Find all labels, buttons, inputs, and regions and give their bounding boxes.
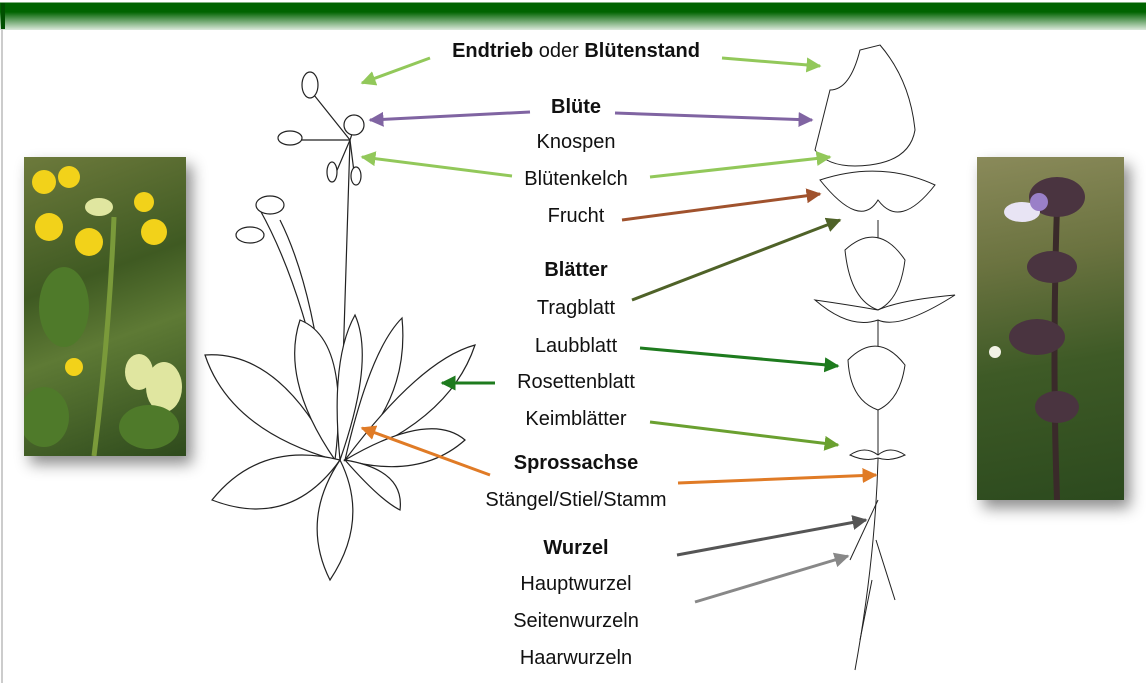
label-seitenwurzeln: Seitenwurzeln [513, 610, 639, 632]
label-haarwurzeln: Haarwurzeln [519, 647, 633, 669]
label-oder: oder [533, 40, 585, 62]
arrow-kelch-left [360, 151, 513, 178]
arrow-keimblaetter [649, 420, 840, 451]
cowslip-photo [24, 157, 186, 456]
label-tragblatt: Tragblatt [536, 297, 616, 319]
label-keimblaetter: Keimblätter [525, 408, 627, 430]
heading-bluete: Blüte [551, 96, 601, 118]
label-rosettenblatt: Rosettenblatt [517, 371, 635, 393]
arrow-frucht [621, 188, 822, 222]
label-endtrieb-bluetenstand: Endtrieb oder Blütenstand [3, 40, 1146, 63]
cowslip-photo-art [24, 166, 182, 456]
label-staengel: Stängel/Stiel/Stamm [485, 489, 667, 511]
arrow-kelch-right [649, 151, 832, 179]
arrow-tragblatt [631, 217, 842, 302]
arrow-seitenwurzeln [694, 552, 850, 604]
arrow-endtrieb-left [360, 56, 431, 86]
slide-border [1, 3, 3, 683]
eyebright-drawing [813, 44, 956, 671]
label-hauptwurzel: Hauptwurzel [520, 573, 632, 595]
arrow-bluete-right [614, 111, 814, 128]
eyebright-photo [977, 157, 1124, 500]
arrow-bluete-left [368, 110, 531, 127]
label-knospen: Knospen [536, 131, 616, 153]
header-bar [0, 0, 1146, 30]
arrow-laubblatt [639, 346, 840, 373]
primula-drawing [204, 71, 476, 582]
label-bluetenkelch: Blütenkelch [524, 168, 628, 190]
heading-wurzel: Wurzel [543, 537, 609, 559]
label-laubblatt: Laubblatt [534, 335, 618, 357]
label-endtrieb: Endtrieb [452, 40, 534, 62]
arrow-spross-left [360, 425, 491, 477]
arrow-endtrieb-right [721, 56, 822, 73]
header-accent [1, 3, 5, 29]
arrow-spross-right [677, 468, 878, 485]
eyebright-photo-art [989, 177, 1085, 500]
heading-sprossachse: Sprossachse [513, 452, 639, 474]
heading-blaetter: Blätter [544, 259, 608, 281]
arrow-hauptwurzel [676, 515, 868, 557]
label-frucht: Frucht [547, 205, 605, 227]
label-bluetenstand: Blütenstand [584, 40, 700, 62]
